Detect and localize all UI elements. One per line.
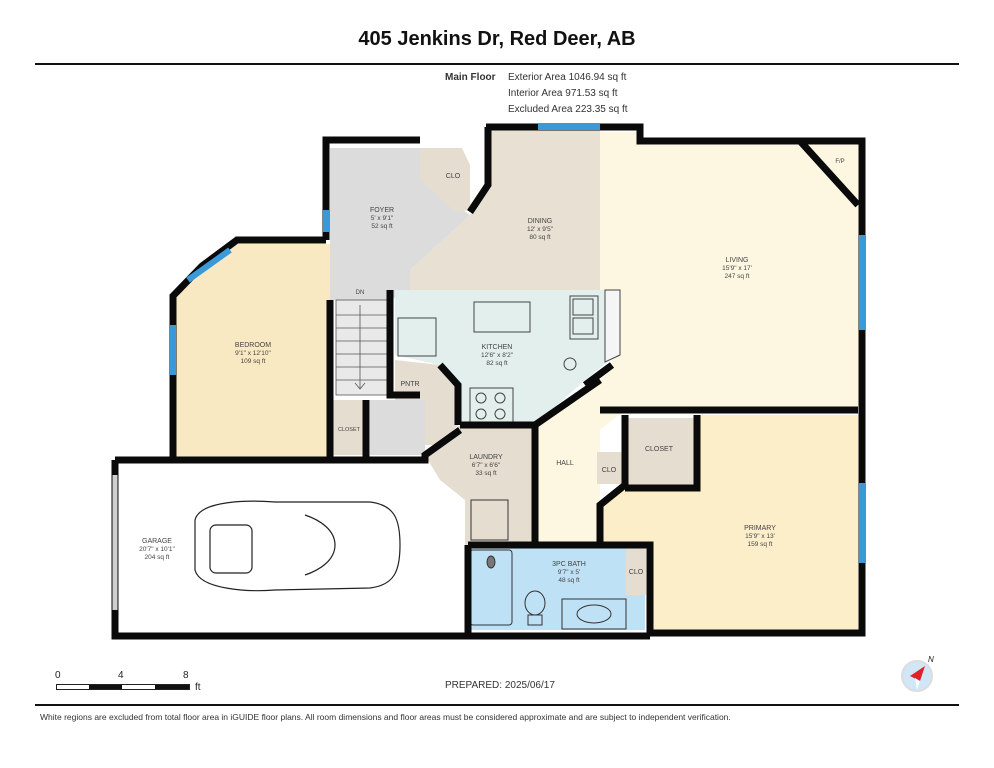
label-stairs-down: DN — [356, 290, 365, 296]
windows — [170, 124, 865, 563]
scale-tick-0: 0 — [55, 670, 61, 681]
label-clo-hall: CLO — [602, 467, 617, 474]
disclaimer: White regions are excluded from total fl… — [40, 712, 731, 722]
svg-text:5' x 9'1": 5' x 9'1" — [371, 215, 394, 222]
room-labels: FOYER 5' x 9'1" 52 sq ft DINING 12' x 9'… — [139, 159, 845, 584]
label-closet-primary: CLOSET — [645, 446, 674, 453]
closet-primary-area — [627, 418, 697, 488]
kitchen-area — [395, 290, 610, 425]
svg-text:12'6" x 8'2": 12'6" x 8'2" — [481, 352, 514, 359]
label-living: LIVING — [726, 257, 749, 264]
page-title: 405 Jenkins Dr, Red Deer, AB — [358, 28, 636, 50]
stair-lower-area — [370, 400, 425, 455]
washer-dryer — [470, 499, 509, 541]
bath-fixtures — [469, 549, 627, 630]
svg-text:15'9" x 13': 15'9" x 13' — [745, 533, 775, 540]
interior-area: Interior Area 971.53 sq ft — [508, 88, 618, 99]
label-dining: DINING — [528, 218, 553, 225]
label-kitchen: KITCHEN — [482, 344, 513, 351]
excluded-area: Excluded Area 223.35 sq ft — [508, 104, 628, 115]
compass-icon: N — [898, 652, 940, 699]
walls — [111, 123, 866, 640]
closet-foyer-area — [420, 148, 470, 212]
svg-text:33 sq ft: 33 sq ft — [475, 470, 497, 477]
exterior-area: Exterior Area 1046.94 sq ft — [508, 72, 627, 83]
label-foyer: FOYER — [370, 207, 394, 214]
svg-text:9'1" x 12'10": 9'1" x 12'10" — [235, 350, 271, 357]
primary-area — [600, 415, 858, 630]
label-garage: GARAGE — [142, 538, 172, 545]
living-room-area — [600, 132, 858, 410]
bedroom-area — [175, 244, 330, 458]
car-drawing — [194, 500, 401, 592]
svg-text:9'7" x 5': 9'7" x 5' — [558, 569, 581, 576]
svg-text:204 sq ft: 204 sq ft — [145, 554, 170, 561]
svg-text:80 sq ft: 80 sq ft — [529, 234, 551, 241]
footer-divider — [35, 704, 959, 706]
label-fireplace: F/P — [835, 159, 844, 165]
scale-tick-8: 8 — [183, 670, 189, 681]
label-clo-bath: CLO — [629, 569, 644, 576]
svg-text:48 sq ft: 48 sq ft — [558, 577, 580, 584]
floor-label: Main Floor — [445, 72, 496, 83]
header-divider — [35, 63, 959, 65]
prepared-date: PREPARED: 2025/06/17 — [445, 680, 555, 691]
label-bath: 3PC BATH — [552, 561, 586, 568]
clo-bath-area — [626, 545, 646, 595]
label-closet-bedroom: CLOSET — [338, 427, 361, 433]
scale-unit: ft — [195, 682, 201, 693]
svg-text:15'9" x 17': 15'9" x 17' — [722, 265, 752, 272]
hall-area — [535, 380, 625, 545]
label-primary: PRIMARY — [744, 525, 776, 532]
label-pantry: PNTR — [400, 381, 419, 388]
scale-tick-4: 4 — [118, 670, 124, 681]
scale-bar: 0 4 8 ft — [55, 670, 215, 700]
closet-bedroom-area — [333, 400, 365, 455]
label-clo-foyer: CLO — [446, 173, 461, 180]
svg-text:52 sq ft: 52 sq ft — [371, 223, 393, 230]
svg-text:6'7" x 6'6": 6'7" x 6'6" — [472, 462, 501, 469]
window-bedroom-diag — [186, 247, 232, 283]
svg-text:159 sq ft: 159 sq ft — [748, 541, 773, 548]
svg-text:20'7" x 10'1": 20'7" x 10'1" — [139, 546, 175, 553]
svg-text:247 sq ft: 247 sq ft — [725, 273, 750, 280]
stairs — [335, 299, 389, 396]
label-laundry: LAUNDRY — [469, 454, 503, 461]
svg-text:109 sq ft: 109 sq ft — [241, 358, 266, 365]
compass-north-label: N — [928, 655, 934, 664]
svg-text:12' x 9'5": 12' x 9'5" — [527, 226, 554, 233]
dining-room-area — [410, 128, 600, 290]
bath-area — [465, 545, 645, 630]
svg-text:82 sq ft: 82 sq ft — [486, 360, 508, 367]
foyer-area — [330, 148, 470, 300]
label-hall: HALL — [556, 460, 574, 467]
clo-hall-area — [597, 452, 622, 484]
label-bedroom: BEDROOM — [235, 342, 271, 349]
